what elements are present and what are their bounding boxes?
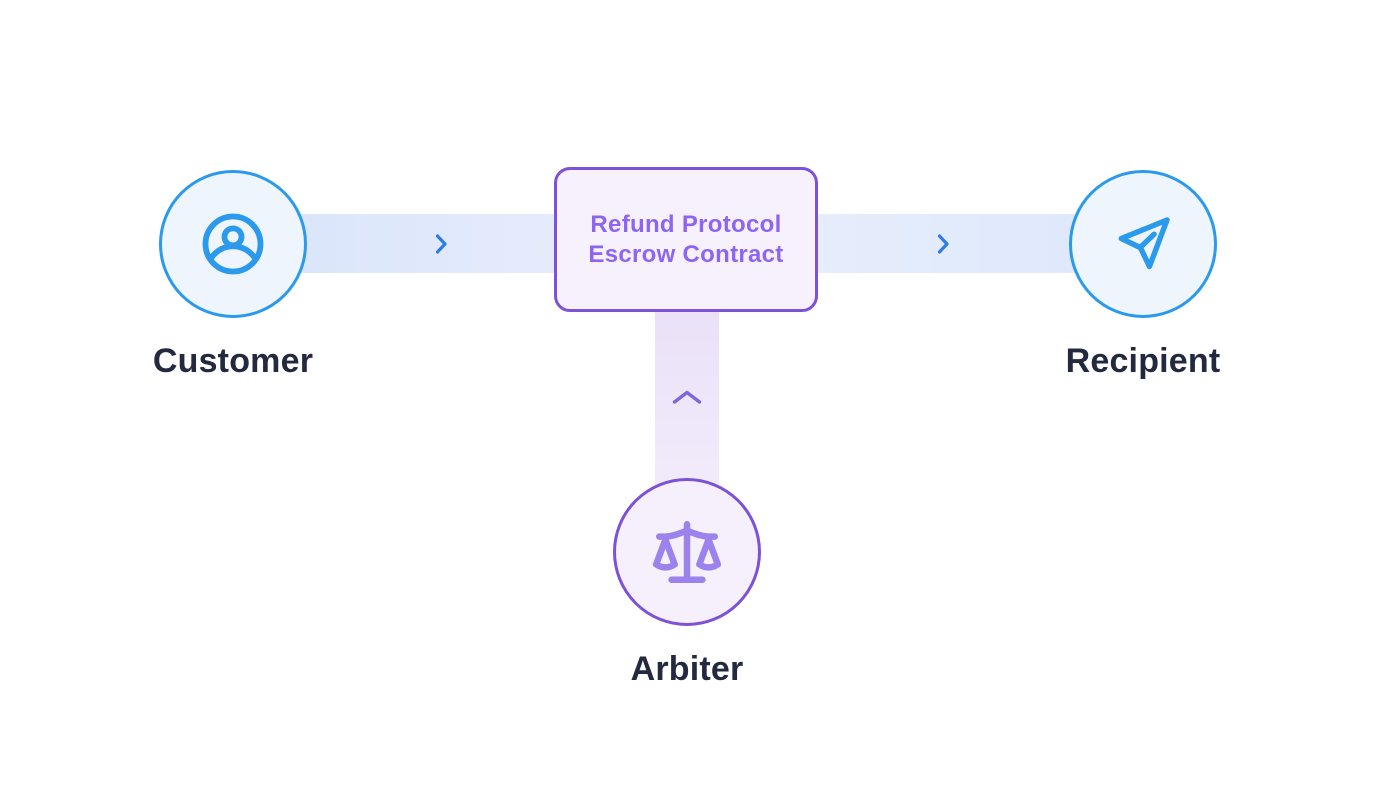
customer-label: Customer xyxy=(152,342,314,380)
user-circle-icon xyxy=(202,213,264,275)
chevron-right-icon xyxy=(937,234,949,254)
arbiter-node xyxy=(613,478,761,626)
recipient-label: Recipient xyxy=(1065,342,1221,380)
scales-icon xyxy=(652,521,722,583)
contract-label-line2: Escrow Contract xyxy=(588,240,784,268)
customer-node xyxy=(159,170,307,318)
contract-node: Refund Protocol Escrow Contract xyxy=(554,167,818,312)
arbiter-label: Arbiter xyxy=(630,650,744,688)
contract-label-line1: Refund Protocol xyxy=(590,210,782,238)
recipient-node xyxy=(1069,170,1217,318)
send-icon xyxy=(1118,217,1170,270)
chevron-right-icon xyxy=(435,234,447,254)
chevron-up-icon xyxy=(672,390,702,404)
